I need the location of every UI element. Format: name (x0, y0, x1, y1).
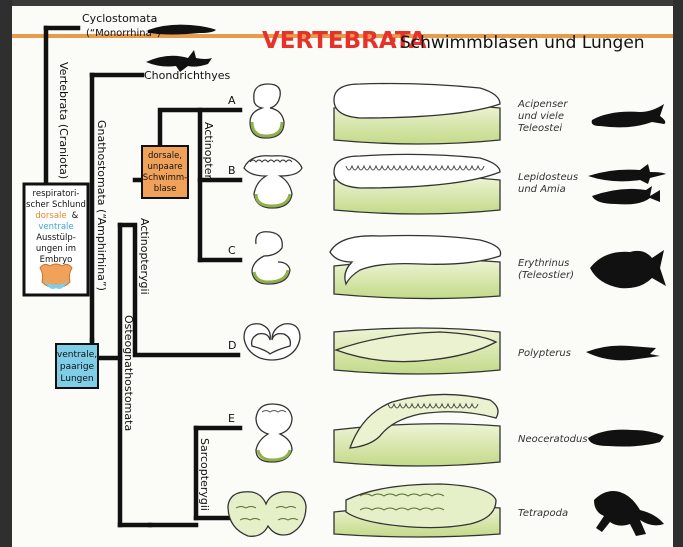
taxon-B-1: Lepidosteus (518, 172, 578, 183)
lungs-line-2: paarige (60, 362, 95, 372)
taxon-F-1: Tetrapoda (518, 508, 568, 519)
resp-line-1: respiratori- (33, 189, 80, 199)
lungs-line-1: ventrale, (57, 350, 97, 360)
lamprey-icon (148, 25, 216, 35)
taxon-E-1: Neoceratodus (518, 434, 588, 445)
row-letter-C: C (228, 244, 236, 257)
label-cyclostomata: Cyclostomata (82, 12, 157, 25)
taxon-C-2: (Teleostier) (518, 270, 574, 281)
gar-icon (588, 164, 666, 184)
row-letter-D: D (228, 339, 236, 352)
sturgeon-icon (592, 104, 666, 127)
swimbladder-box: dorsale, unpaare Schwimm- blase (142, 146, 188, 198)
label-osteognathostomata: Osteognathostomata (122, 315, 135, 431)
silhouettes (586, 104, 666, 536)
taxon-A-3: Teleostei (518, 123, 562, 134)
resp-line-5: Ausstülp- (36, 233, 76, 243)
bowfin-icon (592, 186, 660, 204)
respiratory-box: respiratori- scher Schlund dorsale & ven… (24, 184, 88, 295)
section-B (244, 156, 302, 208)
branch-actinopterygii (120, 225, 238, 355)
resp-line-3-dorsale: dorsale (35, 211, 66, 221)
label-chondrichthyes: Chondrichthyes (144, 69, 230, 82)
title-sub: Schwimmblasen und Lungen (400, 33, 645, 53)
title-dot: · (389, 28, 398, 54)
salamander-icon (594, 491, 664, 536)
resp-line-6: ungen im (36, 244, 76, 254)
longitudinal-sections (330, 84, 501, 538)
lungs-box: ventrale, paarige Lungen (56, 344, 98, 388)
taxon-A-1: Acipenser (517, 99, 568, 110)
swim-line-4: blase (154, 184, 177, 194)
section-D (244, 324, 300, 360)
long-F-lung (346, 484, 496, 528)
taxon-B-2: und Amia (518, 184, 566, 195)
label-vertebrata: Vertebrata (Craniota) (57, 62, 70, 179)
label-gnathostomata: Gnathostomata (“Amphirhina”) (95, 120, 108, 291)
resp-line-3-amp: & (72, 211, 79, 221)
taxon-labels: Acipenser und viele Teleostei Lepidosteu… (517, 99, 588, 519)
taxon-C-1: Erythrinus (518, 258, 569, 269)
row-letter-A: A (228, 94, 236, 107)
section-E (256, 404, 292, 462)
resp-line-2: scher Schlund (26, 200, 86, 210)
lungfish-icon (588, 430, 664, 447)
swim-line-2: unpaare (147, 162, 182, 172)
label-actinopterygii: Actinopterygii (138, 218, 151, 295)
row-letter-B: B (228, 164, 236, 177)
cross-sections (228, 84, 306, 536)
carp-icon (590, 250, 666, 288)
taxon-A-2: und viele (518, 111, 564, 122)
label-actinopteri: Actinopteri (202, 122, 215, 182)
section-F (228, 492, 306, 537)
label-sarcopterygii: Sarcopterygii (198, 438, 211, 511)
row-letter-E: E (228, 412, 235, 425)
resp-line-4-ventrale: ventrale (38, 222, 73, 232)
swim-line-1: dorsale, (148, 151, 182, 161)
lungs-line-3: Lungen (60, 374, 93, 384)
swim-line-3: Schwimm- (143, 173, 187, 183)
taxon-D-1: Polypterus (518, 348, 571, 359)
bichir-icon (586, 346, 660, 361)
